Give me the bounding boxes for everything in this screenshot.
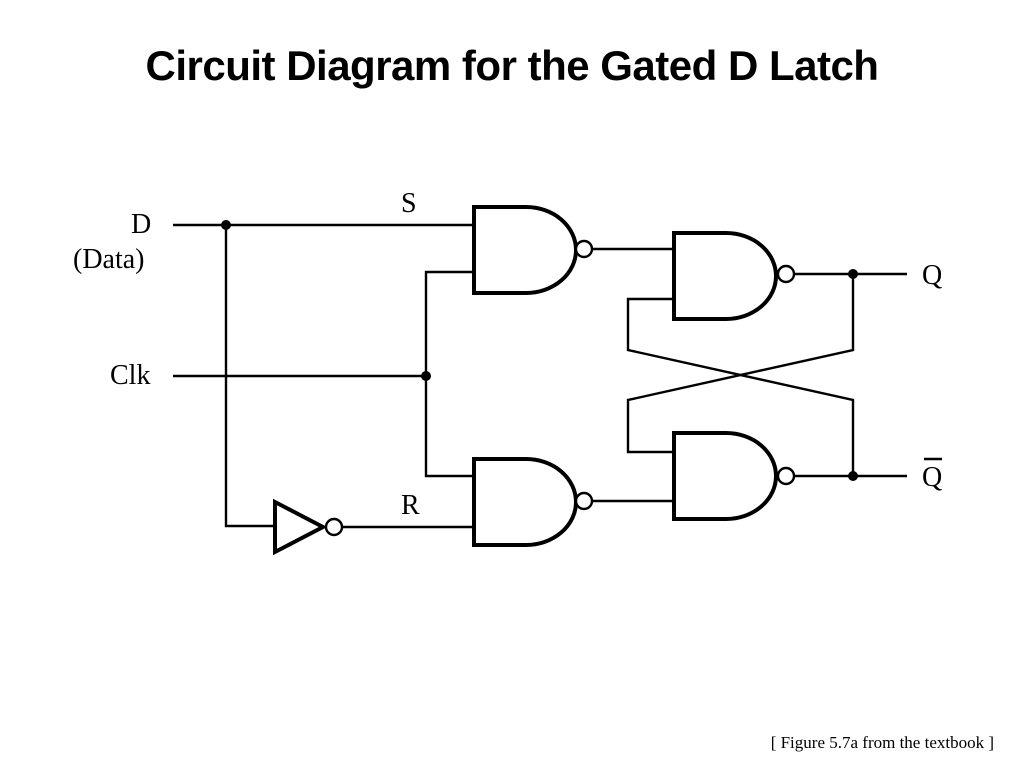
wire-d-to-inverter — [224, 225, 275, 528]
inverter-bubble — [324, 517, 344, 537]
inverter — [273, 498, 328, 556]
nand-gate-s — [472, 205, 578, 295]
input-label-d: D — [131, 209, 151, 240]
input-label-clk: Clk — [110, 360, 150, 391]
figure-caption: [ Figure 5.7a from the textbook ] — [770, 733, 994, 752]
signal-label-s: S — [401, 188, 417, 219]
input-label-data: (Data) — [73, 244, 145, 275]
wire-clk-to-r-gate — [424, 376, 474, 478]
nand-gate-r-bubble — [574, 491, 594, 511]
slide-title: Circuit Diagram for the Gated D Latch — [145, 42, 879, 89]
wire-clk-to-s-gate — [424, 270, 474, 376]
output-label-q: Q — [922, 260, 942, 291]
nand-gate-qbar-bubble — [776, 466, 796, 486]
nand-gate-s-bubble — [574, 239, 594, 259]
nand-gate-qbar — [672, 431, 778, 521]
signal-label-r: R — [401, 490, 420, 521]
output-label-q-bar: Q — [922, 462, 942, 493]
nand-gate-q-bubble — [776, 264, 796, 284]
wire-feedback-qbar-to-q-gate — [626, 297, 855, 476]
wire-feedback-q-to-qbar-gate — [626, 274, 855, 454]
nand-gate-q — [672, 231, 778, 321]
nand-gate-r — [472, 457, 578, 547]
